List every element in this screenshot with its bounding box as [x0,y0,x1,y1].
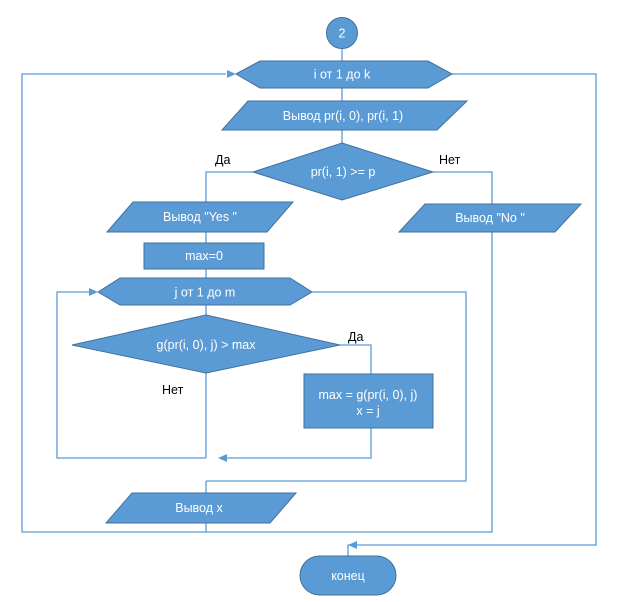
arrowhead [348,541,357,549]
arrowhead [218,454,227,462]
output-x-block: Вывод x [104,492,298,524]
output-yes-label: Вывод "Yes " [163,210,237,224]
loop-j-label: j от 1 до m [174,286,236,300]
loop-i-block: i от 1 до k [234,60,454,89]
decision-diamond [71,314,341,374]
loop-i-label: i от 1 до k [314,68,371,82]
process-rect [303,373,434,429]
loop-hexagon [234,60,454,89]
connector-circle [326,17,358,49]
decision-pr-label: pr(i, 1) >= p [311,165,376,179]
flow-line [56,291,206,459]
flow-line [205,171,253,202]
loop-hexagon [97,277,313,306]
flow-line [347,73,597,556]
output-parallelogram [104,492,298,524]
decision-pr-block: pr(i, 1) >= p [251,142,435,201]
flow-line [340,344,372,374]
end-block: конец [299,555,397,596]
assign-line2: x = j [356,404,379,418]
flow-line [206,232,493,533]
loop-j-block: j от 1 до m [97,277,313,306]
connector-start: 2 [326,17,358,49]
output-no-block: Вывод "No " [397,203,583,233]
decision-g-yes-label: Да [348,330,363,344]
assign-max-block: max=0 [143,242,265,270]
assign-max-label: max=0 [185,249,223,263]
end-label: конец [331,569,365,583]
flow-line [206,291,467,482]
arrowheads [89,70,357,549]
arrowhead [89,288,98,296]
output-parallelogram [397,203,583,233]
decision-g-label: g(pr(i, 0), j) > max [157,338,257,352]
flow-line [21,73,226,533]
output-x-label: Вывод x [175,501,223,515]
flow-line [433,171,493,204]
assign-block: max = g(pr(i, 0), j) x = j [303,373,434,429]
decision-g-no-label: Нет [162,383,184,397]
connector-label: 2 [339,27,346,41]
arrowhead [227,70,236,78]
output-pr-label: Вывод pr(i, 0), pr(i, 1) [283,109,403,123]
terminator-rounded [299,555,397,596]
process-rect [143,242,265,270]
output-parallelogram [220,100,469,131]
decision-diamond [251,142,435,201]
output-parallelogram [105,201,295,233]
output-yes-block: Вывод "Yes " [105,201,295,233]
assign-line1: max = g(pr(i, 0), j) [319,388,418,402]
flow-line [226,428,372,459]
output-pr-block: Вывод pr(i, 0), pr(i, 1) [220,100,469,131]
decision-pr-no-label: Нет [439,153,461,167]
flow-lines [21,48,597,556]
output-no-label: Вывод "No " [455,211,525,225]
decision-pr-yes-label: Да [215,153,230,167]
decision-g-block: g(pr(i, 0), j) > max [71,314,341,374]
